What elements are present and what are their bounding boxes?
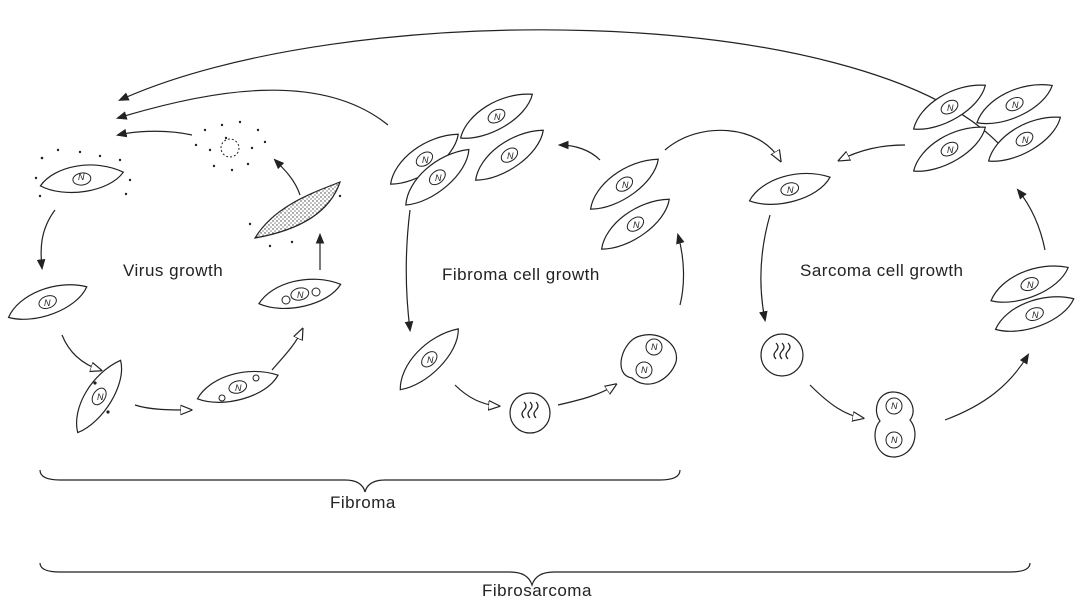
sarcoma-cell-growth-label: Sarcoma cell growth	[800, 261, 964, 280]
fibrosarcoma-label: Fibrosarcoma	[482, 581, 592, 600]
svg-text:N: N	[947, 103, 954, 113]
svg-text:N: N	[1022, 135, 1029, 145]
virus-growth-label: Virus growth	[123, 261, 223, 280]
svg-text:N: N	[78, 172, 85, 182]
svg-text:N: N	[947, 145, 954, 155]
svg-text:N: N	[891, 401, 898, 411]
svg-text:N: N	[622, 180, 629, 190]
svg-text:N: N	[633, 220, 640, 230]
svg-text:N: N	[422, 155, 429, 165]
svg-text:N: N	[1027, 280, 1034, 290]
outer-return-arrow	[120, 30, 1000, 145]
svg-text:N: N	[427, 355, 434, 365]
svg-text:N: N	[891, 435, 898, 445]
svg-text:N: N	[97, 392, 104, 402]
svg-text:N: N	[641, 365, 648, 375]
fibroma-label: Fibroma	[330, 493, 396, 512]
burst-nucleus	[221, 139, 239, 157]
svg-text:N: N	[494, 112, 501, 122]
svg-text:N: N	[297, 290, 304, 300]
fibroma-cell-growth-label: Fibroma cell growth	[442, 265, 600, 284]
svg-text:N: N	[507, 151, 514, 161]
svg-text:N: N	[435, 173, 442, 183]
fibroma-cell-growth-cycle	[382, 83, 683, 433]
svg-text:N: N	[1012, 100, 1019, 110]
svg-text:N: N	[651, 342, 658, 352]
stippled-cell	[255, 182, 340, 238]
svg-text:N: N	[44, 298, 51, 308]
fibroma-brace	[40, 470, 680, 492]
svg-text:N: N	[235, 383, 242, 393]
svg-text:N: N	[787, 185, 794, 195]
svg-text:N: N	[1032, 310, 1039, 320]
fibroma-return-arrow	[118, 90, 388, 125]
